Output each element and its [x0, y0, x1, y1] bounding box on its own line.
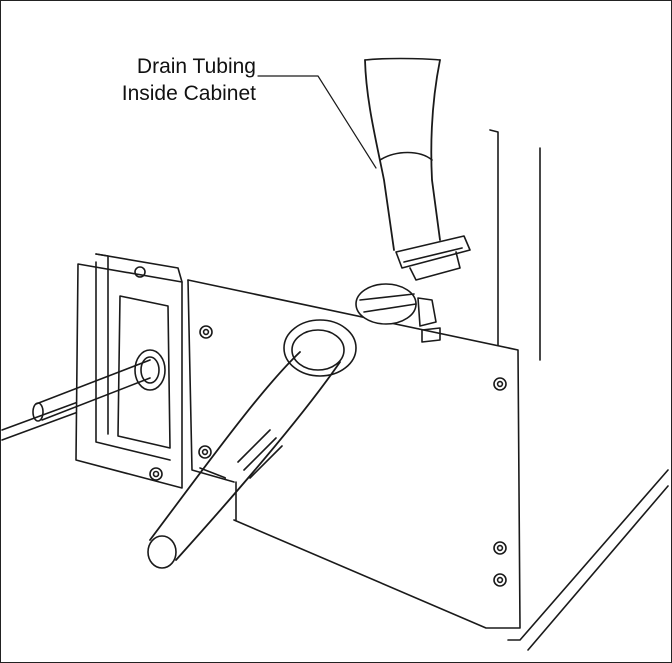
drain-tubing-callout: Drain Tubing Inside Cabinet [60, 53, 256, 107]
screw [493, 377, 507, 391]
power-cable [32, 359, 151, 422]
outside-drain-hose [147, 351, 341, 569]
inside-drain-tubing [364, 57, 441, 251]
callout-line-2: Inside Cabinet [121, 82, 256, 105]
screw [199, 325, 213, 339]
cabinet-side-panel [489, 129, 669, 651]
plate-screws [198, 325, 507, 587]
screw [493, 541, 507, 555]
callout-line-1: Drain Tubing [136, 55, 256, 78]
access-plate [187, 279, 521, 629]
callout-leader-line [257, 75, 377, 169]
hose-clamp-lower [355, 283, 441, 343]
bracket-plate [75, 253, 183, 489]
drain-grommet [283, 319, 357, 377]
cable-grommet [134, 349, 166, 391]
screw [198, 445, 212, 459]
hose-clamp-upper [395, 235, 471, 281]
screw [493, 573, 507, 587]
